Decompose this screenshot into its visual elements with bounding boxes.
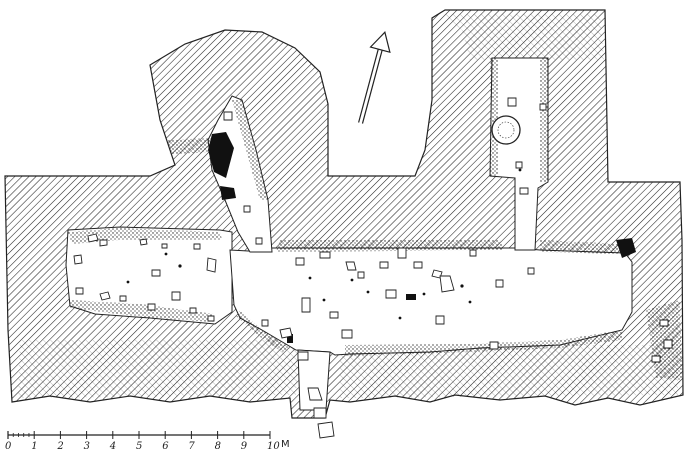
scale-label: 6	[162, 441, 169, 452]
scale-unit: M	[281, 439, 290, 450]
scale-label: 5	[136, 441, 142, 452]
scale-label: 7	[188, 441, 195, 452]
small-finds	[126, 168, 522, 320]
blackened-features	[208, 132, 636, 343]
scale-ticks	[7, 431, 271, 439]
scale-label: 9	[241, 441, 248, 452]
scale-labels: 0 1 2 3 4 5 6 7 8 9 10	[5, 441, 280, 452]
excavated-rooms	[65, 57, 633, 411]
scale-label: 2	[56, 441, 63, 452]
north-arrow-icon	[358, 31, 391, 124]
scale-label: 3	[84, 441, 90, 452]
scale-label: 0	[5, 441, 12, 452]
circular-feature	[491, 115, 521, 145]
hatched-fill	[4, 9, 684, 419]
scale-label: 4	[109, 441, 116, 452]
scale-label: 1	[31, 441, 37, 452]
scale-bar: 0 1 2 3 4 5 6 7 8 9 10 M	[5, 431, 290, 452]
scale-label: 10	[267, 441, 280, 452]
loose-stones	[73, 97, 673, 439]
scale-label: 8	[215, 441, 221, 452]
